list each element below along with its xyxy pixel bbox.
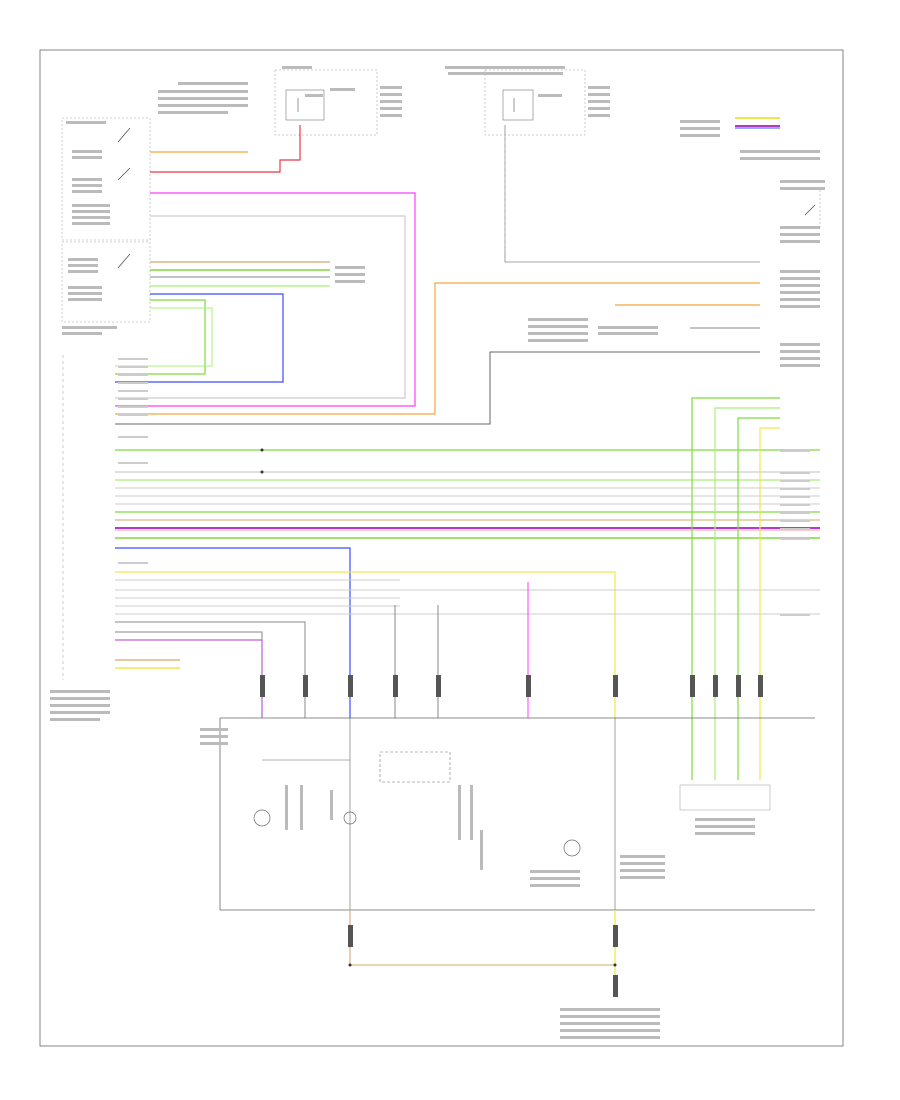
vertical-wires [261, 397, 780, 780]
connector-marks [260, 675, 763, 697]
pin-labels [118, 358, 810, 616]
bus-wires [115, 449, 820, 718]
fuse-block-2 [445, 66, 610, 136]
right-top-labels [680, 120, 825, 367]
right-switches [804, 190, 821, 230]
left-rear-side-marker [679, 784, 771, 835]
splice-dots [260, 448, 617, 967]
fuse-block-1 [274, 66, 402, 136]
diagram-frame [39, 49, 844, 1047]
top-left-labels [66, 82, 248, 225]
left-rear-lamp-assembly [200, 717, 815, 911]
hazard-switch [61, 117, 151, 241]
front-lamp-switch [61, 241, 151, 335]
ground-point [348, 910, 660, 1039]
instrument-control-module [50, 355, 110, 721]
